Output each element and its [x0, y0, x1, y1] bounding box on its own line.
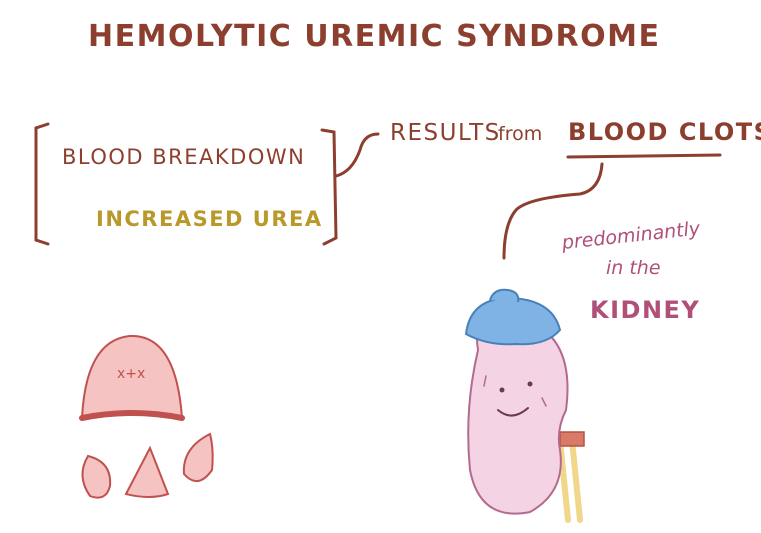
kidney-character — [466, 290, 584, 520]
ice-pack-top — [490, 290, 518, 302]
ice-pack — [466, 298, 560, 344]
from-label: from — [498, 123, 542, 145]
red-blood-cell: x+x — [82, 336, 182, 418]
bracket-connector — [336, 134, 378, 176]
renal-vessel — [560, 432, 584, 446]
blood-clots-underline — [568, 155, 720, 157]
blood-breakdown-label: Blood Breakdown — [62, 145, 305, 169]
rbc-face: x+x — [117, 366, 145, 382]
results-label: Results — [390, 120, 501, 146]
rbc-fragment-1 — [82, 456, 110, 498]
left-bracket — [36, 124, 48, 244]
rbc-broken-edge — [82, 413, 182, 418]
note-organ: Kidney — [590, 296, 700, 324]
note-line-2: in the — [606, 257, 661, 279]
increased-urea-label: Increased Urea — [96, 207, 323, 231]
ureter-tube — [560, 440, 580, 520]
note-line-1: predominantly — [560, 218, 702, 255]
kidney-eye-right — [528, 382, 533, 387]
rbc-fragment-2 — [126, 448, 168, 497]
right-bracket — [322, 130, 336, 244]
title: Hemolytic Uremic Syndrome — [88, 19, 660, 54]
kidney-eye-left — [500, 388, 505, 393]
blood-clots-label: Blood Clots — [568, 118, 761, 146]
rbc-fragment-3 — [184, 434, 213, 481]
